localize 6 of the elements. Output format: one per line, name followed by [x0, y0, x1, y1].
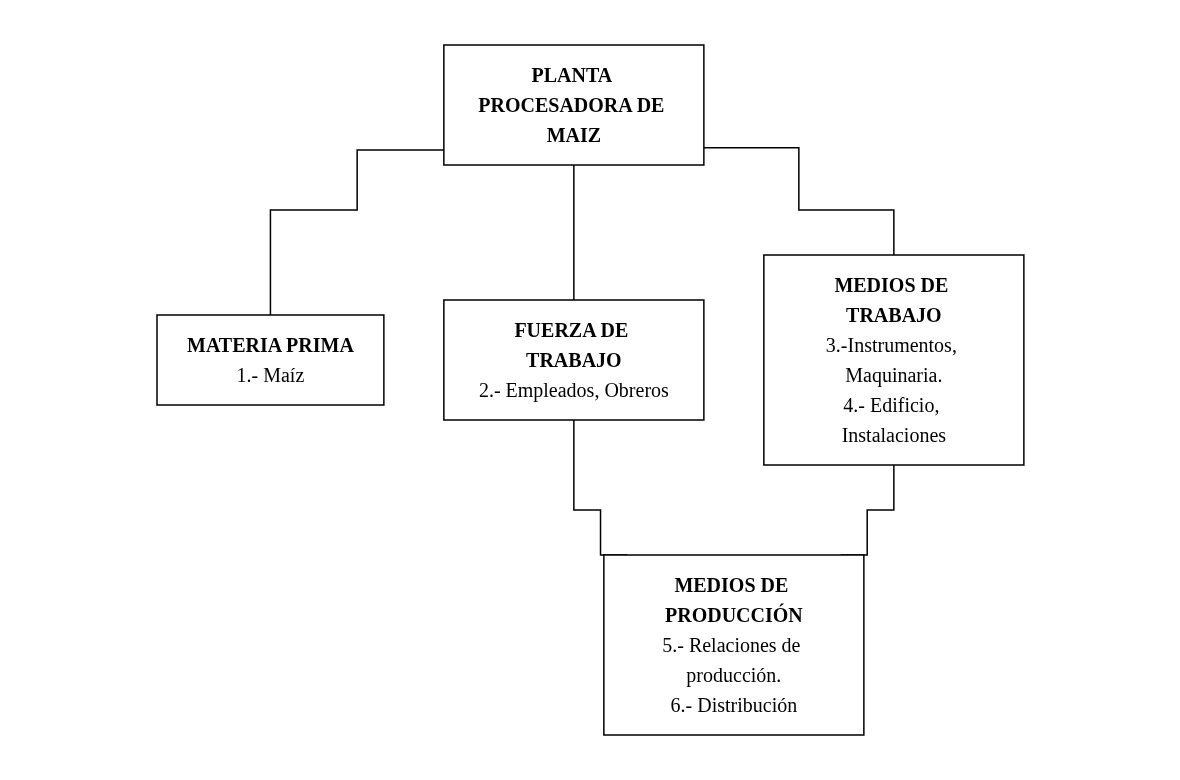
node-box: MEDIOS DE PRODUCCIÓN 5.- Relaciones de producción. 6.- Distribución: [602, 554, 865, 736]
node-box: PLANTA PROCESADORA DE MAIZ: [442, 44, 705, 166]
node-box: MATERIA PRIMA 1.- Maíz: [155, 314, 385, 406]
connector: [572, 164, 575, 301]
node-box: FUERZA DE TRABAJO 2.- Empleados, Obreros: [442, 299, 705, 421]
node-box: MEDIOS DE TRABAJO 3.-Instrumentos, Maquinaria. 4.- Edificio, Instalaciones: [762, 254, 1025, 466]
